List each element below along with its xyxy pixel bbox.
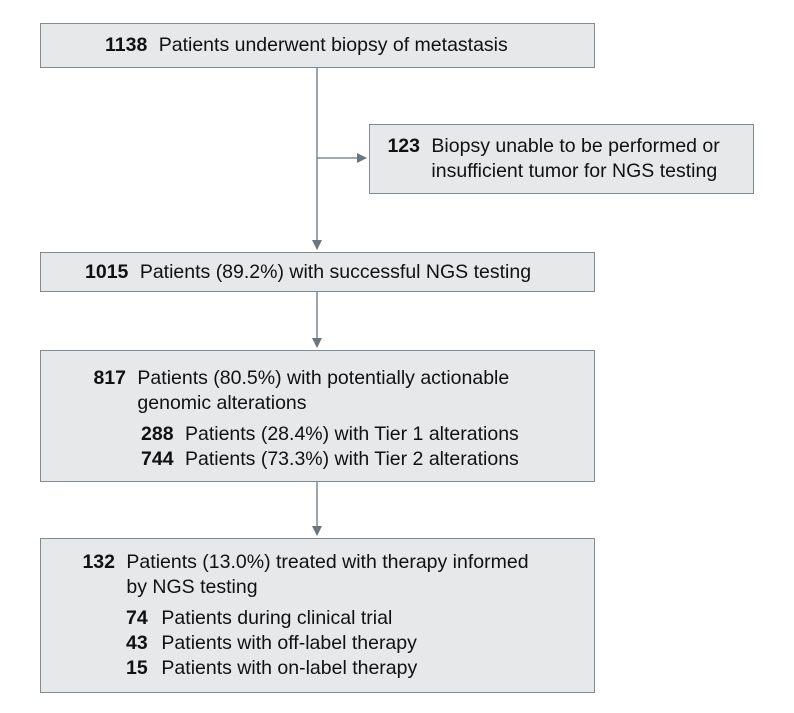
actionable-box: 817 Patients (80.5%) with potentially ac… xyxy=(40,350,595,482)
sub-text: Patients (28.4%) with Tier 1 alterations xyxy=(184,423,519,445)
enrolled-box: 1138 Patients underwent biopsy of metast… xyxy=(40,23,595,68)
excluded-box: 123 Biopsy unable to be performed or ins… xyxy=(369,124,754,194)
treated-sub-item: 15 Patients with on-label therapy xyxy=(126,656,417,681)
treated-line-1: Patients (13.0%) treated with therapy in… xyxy=(126,551,529,573)
treated-sub-item: 43 Patients with off-label therapy xyxy=(126,631,417,656)
sub-count: 744 xyxy=(141,448,174,470)
enrolled-text: Patients underwent biopsy of metastasis xyxy=(158,34,508,56)
sub-text: Patients during clinical trial xyxy=(161,607,393,629)
treated-sub-item: 74 Patients during clinical trial xyxy=(126,606,392,631)
excluded-line-1: Biopsy unable to be performed or xyxy=(431,135,720,157)
successful-text: Patients (89.2%) with successful NGS tes… xyxy=(139,261,532,283)
actionable-line-1: Patients (80.5%) with potentially action… xyxy=(137,367,510,389)
actionable-sub-item: 288 Patients (28.4%) with Tier 1 alterat… xyxy=(141,422,519,447)
enrolled-count: 1138 xyxy=(105,34,148,56)
sub-text: Patients with off-label therapy xyxy=(161,632,417,654)
actionable-sub-item: 744 Patients (73.3%) with Tier 2 alterat… xyxy=(141,447,519,472)
actionable-text: Patients (80.5%) with potentially action… xyxy=(137,366,509,416)
sub-count: 288 xyxy=(141,423,174,445)
sub-count: 15 xyxy=(126,657,148,679)
treated-count: 132 xyxy=(82,551,115,573)
excluded-text: Biopsy unable to be performed or insuffi… xyxy=(431,134,719,184)
successful-count: 1015 xyxy=(85,261,129,283)
successful-box: 1015 Patients (89.2%) with successful NG… xyxy=(40,252,595,292)
excluded-count: 123 xyxy=(387,135,420,157)
sub-count: 43 xyxy=(126,632,148,654)
sub-count: 74 xyxy=(126,607,148,629)
treated-line-2: by NGS testing xyxy=(126,576,258,598)
actionable-line-2: genomic alterations xyxy=(137,392,307,414)
excluded-line-2: insufficient tumor for NGS testing xyxy=(431,160,718,182)
sub-text: Patients with on-label therapy xyxy=(161,657,418,679)
actionable-count: 817 xyxy=(93,367,126,389)
treated-box: 132 Patients (13.0%) treated with therap… xyxy=(40,538,595,693)
treated-text: Patients (13.0%) treated with therapy in… xyxy=(126,550,528,600)
sub-text: Patients (73.3%) with Tier 2 alterations xyxy=(184,448,519,470)
